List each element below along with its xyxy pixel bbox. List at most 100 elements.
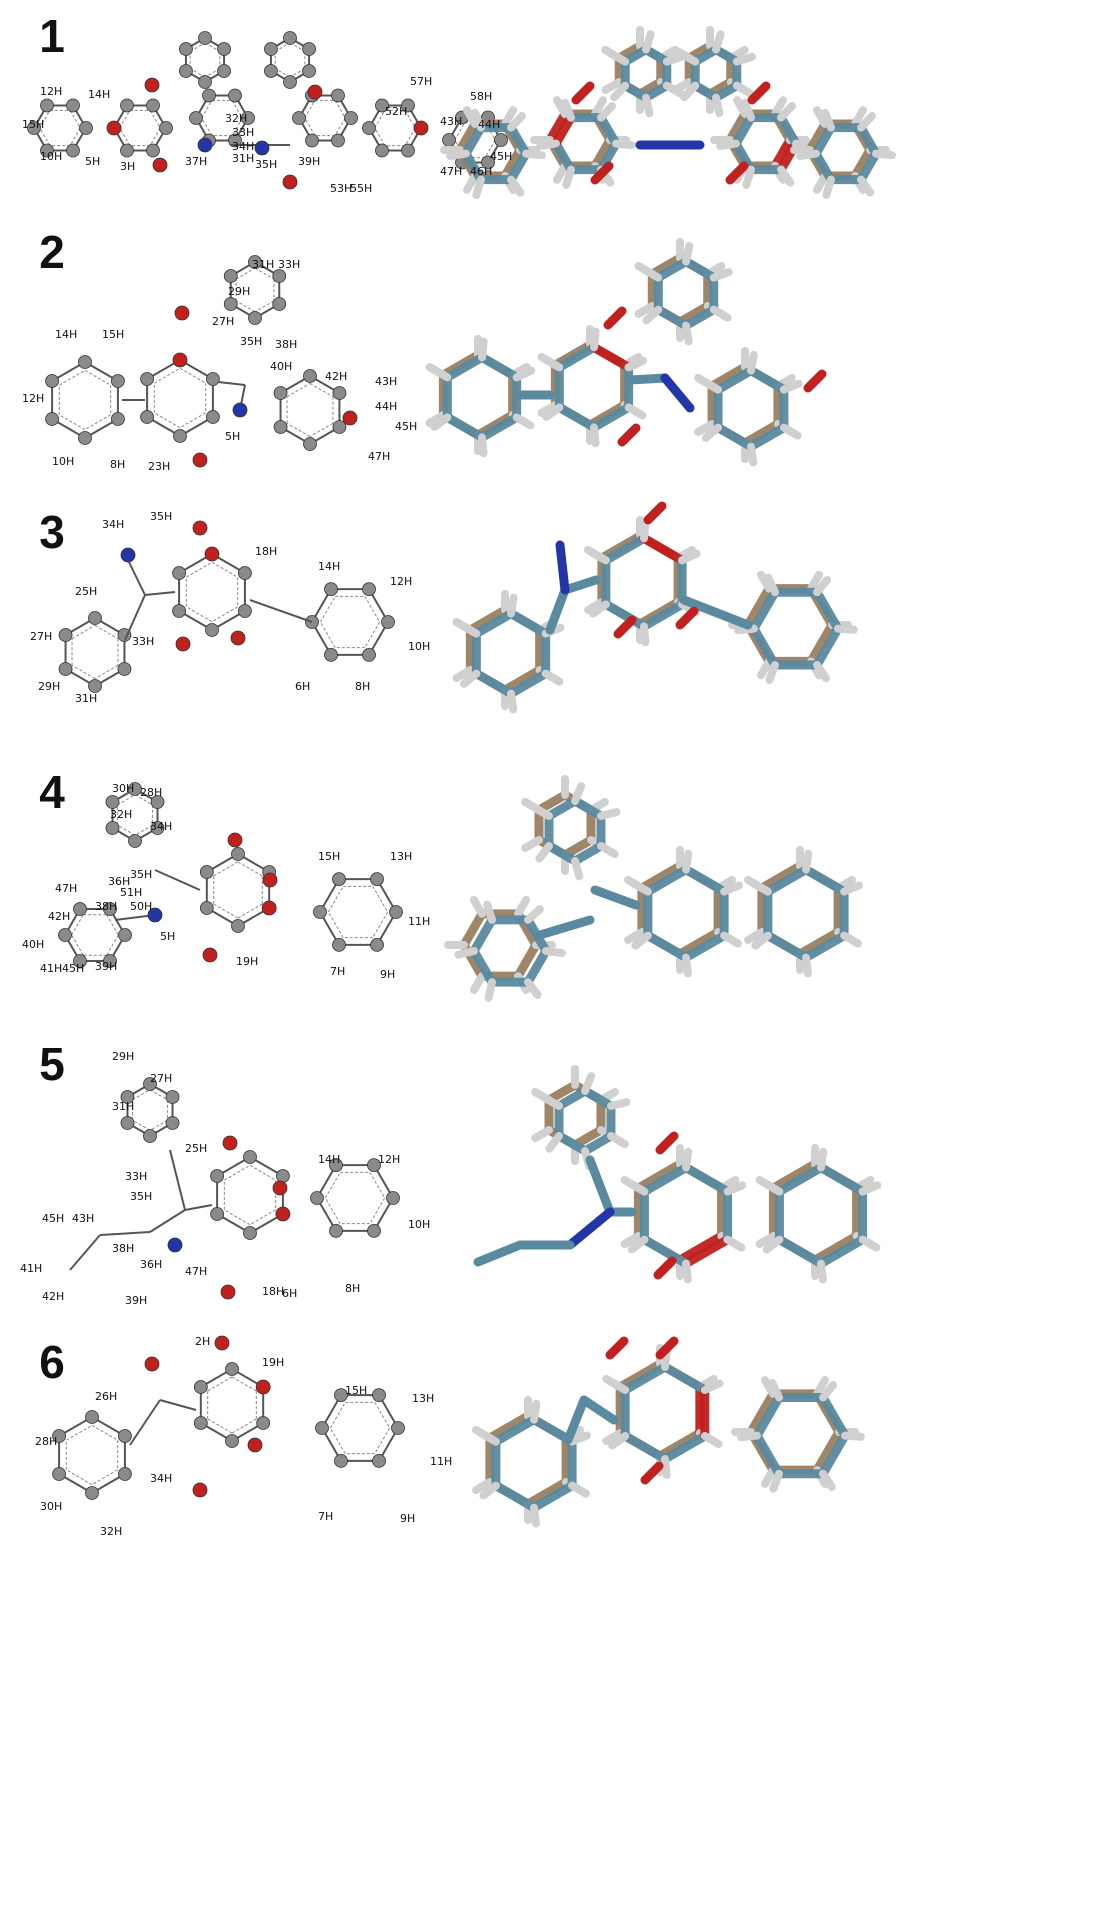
- atom-label: 35H: [255, 158, 277, 171]
- atom-label: 28H: [140, 786, 162, 799]
- atom-label: 15H: [102, 328, 124, 341]
- atom-label: 5H: [160, 930, 175, 943]
- atom-label: 5H: [225, 430, 240, 443]
- atom-label: 50H: [130, 900, 152, 913]
- atom-label: 55H: [350, 182, 372, 195]
- atom-label: 35H: [150, 510, 172, 523]
- atom-label: 57H: [410, 75, 432, 88]
- panel-number: 2: [39, 226, 65, 278]
- atom-label: 45H: [490, 150, 512, 163]
- atom-label: 6H: [282, 1287, 297, 1300]
- atom-label: 35H: [130, 1190, 152, 1203]
- atom-label: 41H: [40, 962, 62, 975]
- atom-label: 18H: [255, 545, 277, 558]
- atom-label: 12H: [390, 575, 412, 588]
- atom-label: 27H: [150, 1072, 172, 1085]
- atom-label: 47H: [55, 882, 77, 895]
- atom-label: 14H: [55, 328, 77, 341]
- atom-label: 47H: [368, 450, 390, 463]
- atom-label: 34H: [150, 1472, 172, 1485]
- atom-label: 28H: [35, 1435, 57, 1448]
- atom-label: 10H: [52, 455, 74, 468]
- stick-overlay-model: [440, 26, 896, 199]
- atom-label: 25H: [185, 1142, 207, 1155]
- atom-label: 13H: [390, 850, 412, 863]
- atom-label: 30H: [112, 782, 134, 795]
- panel-number: 5: [39, 1038, 65, 1090]
- atom-label: 31H: [112, 1100, 134, 1113]
- atom-label: 45H: [395, 420, 417, 433]
- atom-label: 36H: [108, 875, 130, 888]
- atom-label: 32H: [100, 1525, 122, 1538]
- atom-label: 27H: [212, 315, 234, 328]
- atom-label: 42H: [48, 910, 70, 923]
- atom-label: 38H: [112, 1242, 134, 1255]
- ball-stick-model: [58, 782, 403, 968]
- atom-label: 32H: [110, 808, 132, 821]
- atom-label: 37H: [185, 155, 207, 168]
- stick-overlay-model: [472, 1336, 865, 1528]
- atom-label: 43H: [72, 1212, 94, 1225]
- atom-label: 14H: [318, 1153, 340, 1166]
- atom-label: 38H: [275, 338, 297, 351]
- panel-number: 6: [39, 1336, 65, 1388]
- atom-label: 9H: [400, 1512, 415, 1525]
- atom-label: 43H: [375, 375, 397, 388]
- atom-label: 47H: [440, 165, 462, 178]
- atom-label: 10H: [40, 150, 62, 163]
- atom-label: 34H: [150, 820, 172, 833]
- atom-label: 8H: [345, 1282, 360, 1295]
- atom-label: 7H: [318, 1510, 333, 1523]
- atom-label: 33H: [232, 126, 254, 139]
- atom-label: 36H: [140, 1258, 162, 1271]
- atom-label: 30H: [40, 1500, 62, 1513]
- atom-label: 42H: [325, 370, 347, 383]
- stick-overlay-model: [425, 238, 827, 467]
- atom-label: 3H: [120, 160, 135, 173]
- atom-label: 29H: [228, 285, 250, 298]
- atom-label: 7H: [330, 965, 345, 978]
- atom-label: 41H: [20, 1262, 42, 1275]
- atom-label: 10H: [408, 1218, 430, 1231]
- atom-label: 27H: [30, 630, 52, 643]
- ball-stick-model: [52, 1335, 405, 1500]
- atom-label: 25H: [75, 585, 97, 598]
- atom-label: 2H: [195, 1335, 210, 1348]
- atom-label: 34H: [232, 140, 254, 153]
- atom-label: 5H: [85, 155, 100, 168]
- atom-label: 15H: [345, 1384, 367, 1397]
- atom-label: 33H: [125, 1170, 147, 1183]
- atom-label: 6H: [295, 680, 310, 693]
- atom-label: 33H: [132, 635, 154, 648]
- atom-label: 42H: [42, 1290, 64, 1303]
- atom-label: 32H: [225, 112, 247, 125]
- atom-label: 31H: [75, 692, 97, 705]
- atom-label: 8H: [355, 680, 370, 693]
- atom-label: 26H: [95, 1390, 117, 1403]
- atom-label: 40H: [270, 360, 292, 373]
- atom-label: 38H: [95, 900, 117, 913]
- atom-label: 14H: [88, 88, 110, 101]
- atom-label: 33H: [278, 258, 300, 271]
- atom-label: 35H: [240, 335, 262, 348]
- atom-label: 13H: [412, 1392, 434, 1405]
- atom-label: 11H: [408, 915, 430, 928]
- atom-label: 18H: [262, 1285, 284, 1298]
- atom-label: 45H: [42, 1212, 64, 1225]
- atom-label: 52H: [385, 105, 407, 118]
- atom-label: 10H: [408, 640, 430, 653]
- atom-label: 39H: [95, 960, 117, 973]
- panel-number: 1: [39, 10, 65, 62]
- atom-label: 15H: [22, 118, 44, 131]
- atom-label: 39H: [298, 155, 320, 168]
